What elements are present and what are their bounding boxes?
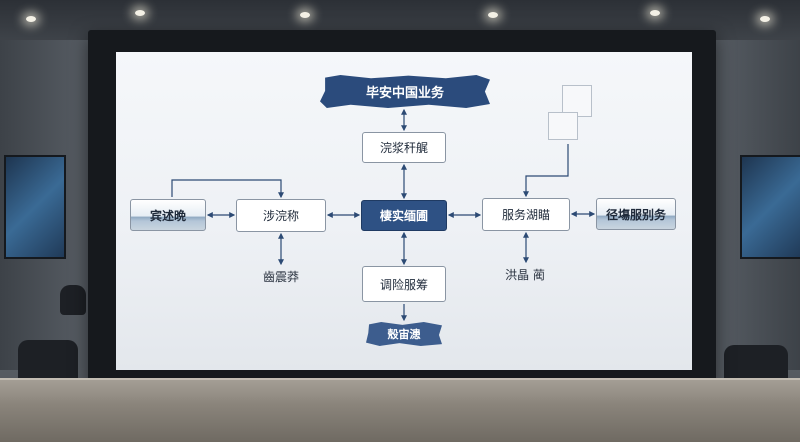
- top-banner: 毕安中国业务: [320, 75, 490, 108]
- ceiling-light: [300, 12, 310, 18]
- connector-layer: [171, 108, 596, 322]
- left-label: 齒震莽: [262, 269, 299, 284]
- upper-box: 浣浆秆艉: [362, 132, 446, 163]
- ceiling-light: [26, 16, 36, 22]
- left-box: 涉浣称: [236, 199, 326, 232]
- thumbnail-frame: [548, 112, 578, 140]
- thumbnail-frame: [562, 85, 592, 117]
- right-label: 洪晶 蔺: [505, 267, 545, 282]
- right-wall-display: [740, 155, 800, 259]
- bottom-banner: 殼宙漶: [366, 322, 442, 346]
- ceiling-light: [650, 10, 660, 16]
- conference-table: [0, 378, 800, 442]
- diagram-screen: 毕安中国业务 浣浆秆艉 棲实缅圃 涉浣称 宾述晩 服务湖瞄 径塲服别务 调险服筹…: [116, 52, 692, 370]
- ceiling-light: [135, 10, 145, 16]
- connector-thumb-right: [523, 144, 569, 198]
- ceiling-light: [760, 16, 770, 22]
- center-box: 棲实缅圃: [361, 200, 447, 231]
- left-city-card: 宾述晩: [130, 199, 206, 231]
- right-box: 服务湖瞄: [482, 198, 570, 231]
- right-city-card: 径塲服别务: [596, 198, 676, 230]
- chair: [60, 285, 86, 315]
- connector-leftcity-loop: [171, 179, 284, 199]
- lower-box: 调险服筹: [362, 266, 446, 302]
- ceiling-light: [488, 12, 498, 18]
- left-wall-display: [4, 155, 66, 259]
